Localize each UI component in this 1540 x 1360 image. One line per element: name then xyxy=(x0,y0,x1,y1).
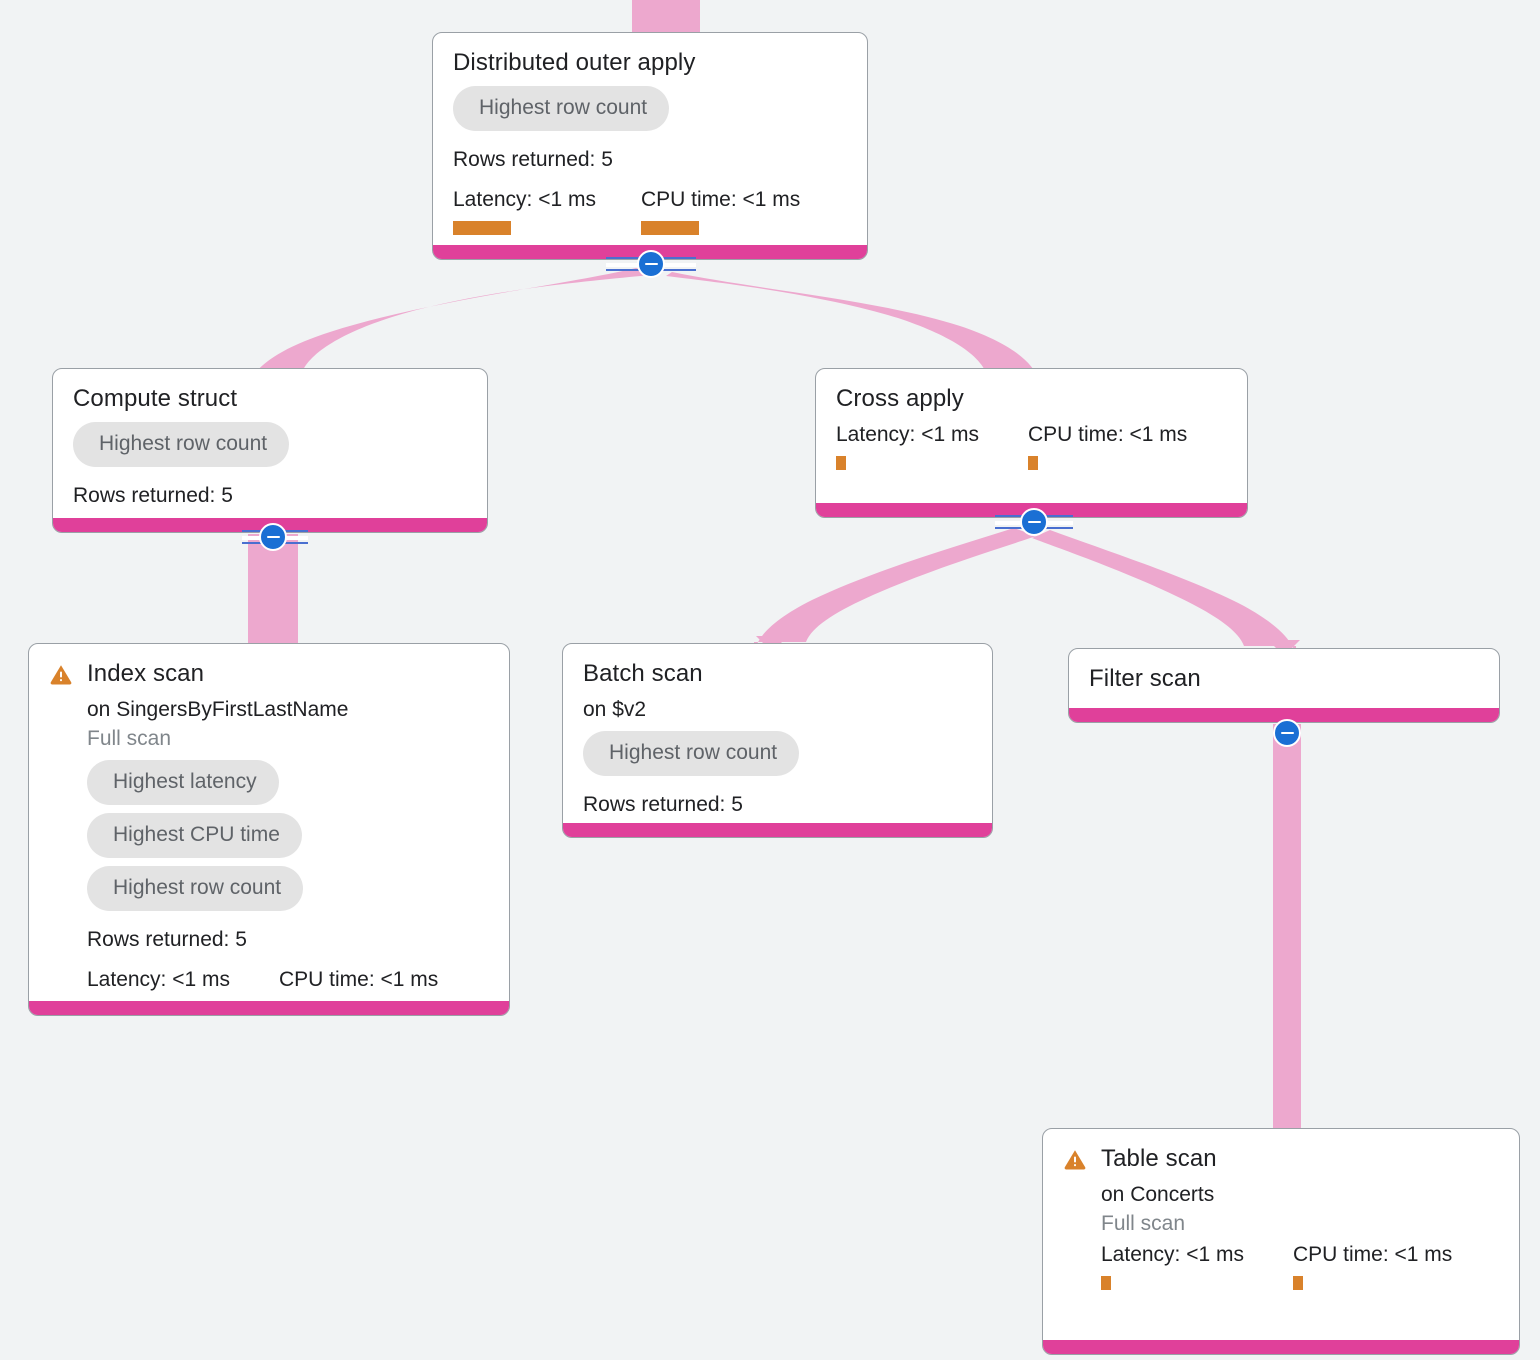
metric-label: CPU time: <1 ms xyxy=(641,187,801,211)
node-scan-note: Full scan xyxy=(1101,1211,1186,1235)
node-body: Table scan on Concerts Full scan Latency… xyxy=(1043,1129,1519,1308)
chip-highest-latency[interactable]: Highest latency xyxy=(87,759,279,805)
metric-label: CPU time: <1 ms xyxy=(1293,1242,1453,1266)
node-accent-bar xyxy=(1069,708,1499,722)
chip-list: Highest row count xyxy=(583,730,972,784)
node-index-scan[interactable]: Index scan on SingersByFirstLastName Ful… xyxy=(28,643,510,1016)
metric-label: CPU time: <1 ms xyxy=(1028,422,1188,446)
rows-returned: Rows returned: 5 xyxy=(73,483,233,507)
chip-highest-row-count[interactable]: Highest row count xyxy=(583,730,800,776)
title-row: Batch scan xyxy=(583,660,972,688)
edge-inlet-root xyxy=(632,0,700,36)
node-title: Batch scan xyxy=(583,660,703,687)
warning-icon xyxy=(1064,1149,1086,1170)
edge-filter-scan-to-table-scan xyxy=(1273,724,1301,1134)
metric-label: CPU time: <1 ms xyxy=(279,968,439,992)
node-accent-bar xyxy=(563,823,992,837)
metric-latency: Latency: <1 ms xyxy=(1101,1242,1293,1291)
metric-latency: Latency: <1 ms xyxy=(836,422,1028,470)
node-body: Cross apply Latency: <1 ms CPU time: <1 … xyxy=(816,369,1247,488)
node-body: Index scan on SingersByFirstLastName Ful… xyxy=(29,644,509,1015)
node-accent-bar xyxy=(1043,1340,1519,1354)
node-title: Cross apply xyxy=(836,385,964,412)
node-subtitle: on SingersByFirstLastName xyxy=(87,697,349,721)
node-title: Filter scan xyxy=(1089,665,1201,692)
title-row: Cross apply xyxy=(836,385,1227,413)
node-subtitle: on Concerts xyxy=(1101,1182,1215,1206)
metric-label: Latency: <1 ms xyxy=(1101,1242,1244,1266)
metric-cpu-time: CPU time: <1 ms xyxy=(1293,1242,1453,1291)
rows-returned: Rows returned: 5 xyxy=(583,792,743,816)
title-row: Distributed outer apply xyxy=(453,49,847,77)
metric-latency: Latency: <1 ms xyxy=(453,187,641,235)
title-row: Filter scan xyxy=(1089,665,1479,693)
metric-bar-latency xyxy=(453,220,511,235)
node-scan-note: Full scan xyxy=(87,726,172,750)
metric-label: Latency: <1 ms xyxy=(453,187,596,211)
chip-list: Highest row count xyxy=(73,421,467,475)
collapse-toggle-compute-struct[interactable] xyxy=(259,523,287,551)
chip-list: Highest latency Highest CPU time Highest… xyxy=(87,759,489,919)
collapse-toggle-distributed-outer-apply[interactable] xyxy=(637,250,665,278)
metric-bar-cpu-time xyxy=(1028,455,1038,470)
node-title: Table scan xyxy=(1101,1145,1217,1172)
metric-bar-latency xyxy=(1101,1276,1111,1291)
node-subtitle: on $v2 xyxy=(583,697,647,721)
metrics: Latency: <1 ms CPU time: <1 ms xyxy=(836,422,1227,470)
node-distributed-outer-apply[interactable]: Distributed outer apply Highest row coun… xyxy=(432,32,868,260)
chip-list: Highest row count xyxy=(453,85,847,139)
metric-cpu-time: CPU time: <1 ms xyxy=(641,187,800,235)
chip-highest-row-count[interactable]: Highest row count xyxy=(453,85,670,131)
chip-highest-row-count[interactable]: Highest row count xyxy=(87,865,304,911)
node-cross-apply[interactable]: Cross apply Latency: <1 ms CPU time: <1 … xyxy=(815,368,1248,518)
title-row: Table scan xyxy=(1063,1145,1499,1173)
node-title: Distributed outer apply xyxy=(453,49,696,76)
node-body: Filter scan xyxy=(1069,649,1499,709)
title-row: Index scan xyxy=(49,660,489,688)
rows-returned: Rows returned: 5 xyxy=(87,927,247,951)
collapse-toggle-filter-scan[interactable] xyxy=(1273,719,1301,747)
warning-icon xyxy=(50,664,72,685)
node-body: Compute struct Highest row count Rows re… xyxy=(53,369,487,526)
metric-cpu-time: CPU time: <1 ms xyxy=(1028,422,1187,470)
collapse-toggle-cross-apply[interactable] xyxy=(1020,508,1048,536)
node-table-scan[interactable]: Table scan on Concerts Full scan Latency… xyxy=(1042,1128,1520,1355)
metric-bar-latency xyxy=(836,455,846,470)
title-row: Compute struct xyxy=(73,385,467,413)
node-filter-scan[interactable]: Filter scan xyxy=(1068,648,1500,723)
node-accent-bar xyxy=(29,1001,509,1015)
metric-bar-cpu-time xyxy=(1293,1276,1303,1291)
metric-bar-cpu-time xyxy=(641,220,699,235)
node-compute-struct[interactable]: Compute struct Highest row count Rows re… xyxy=(52,368,488,533)
metric-label: Latency: <1 ms xyxy=(87,968,230,992)
node-batch-scan[interactable]: Batch scan on $v2 Highest row count Rows… xyxy=(562,643,993,838)
chip-highest-cpu-time[interactable]: Highest CPU time xyxy=(87,812,302,858)
metrics: Latency: <1 ms CPU time: <1 ms xyxy=(453,187,847,235)
node-body: Distributed outer apply Highest row coun… xyxy=(433,33,867,253)
node-body: Batch scan on $v2 Highest row count Rows… xyxy=(563,644,992,835)
rows-returned: Rows returned: 5 xyxy=(453,147,613,171)
edge-compute-struct-to-index-scan xyxy=(248,534,298,654)
node-title: Compute struct xyxy=(73,385,238,412)
node-title: Index scan xyxy=(87,660,205,687)
metrics: Latency: <1 ms CPU time: <1 ms xyxy=(1101,1242,1499,1291)
edge-cross-apply-to-filter-scan xyxy=(1032,530,1296,658)
chip-highest-row-count[interactable]: Highest row count xyxy=(73,421,290,467)
metric-label: Latency: <1 ms xyxy=(836,422,979,446)
edge-cross-apply-to-batch-scan xyxy=(754,528,1036,654)
